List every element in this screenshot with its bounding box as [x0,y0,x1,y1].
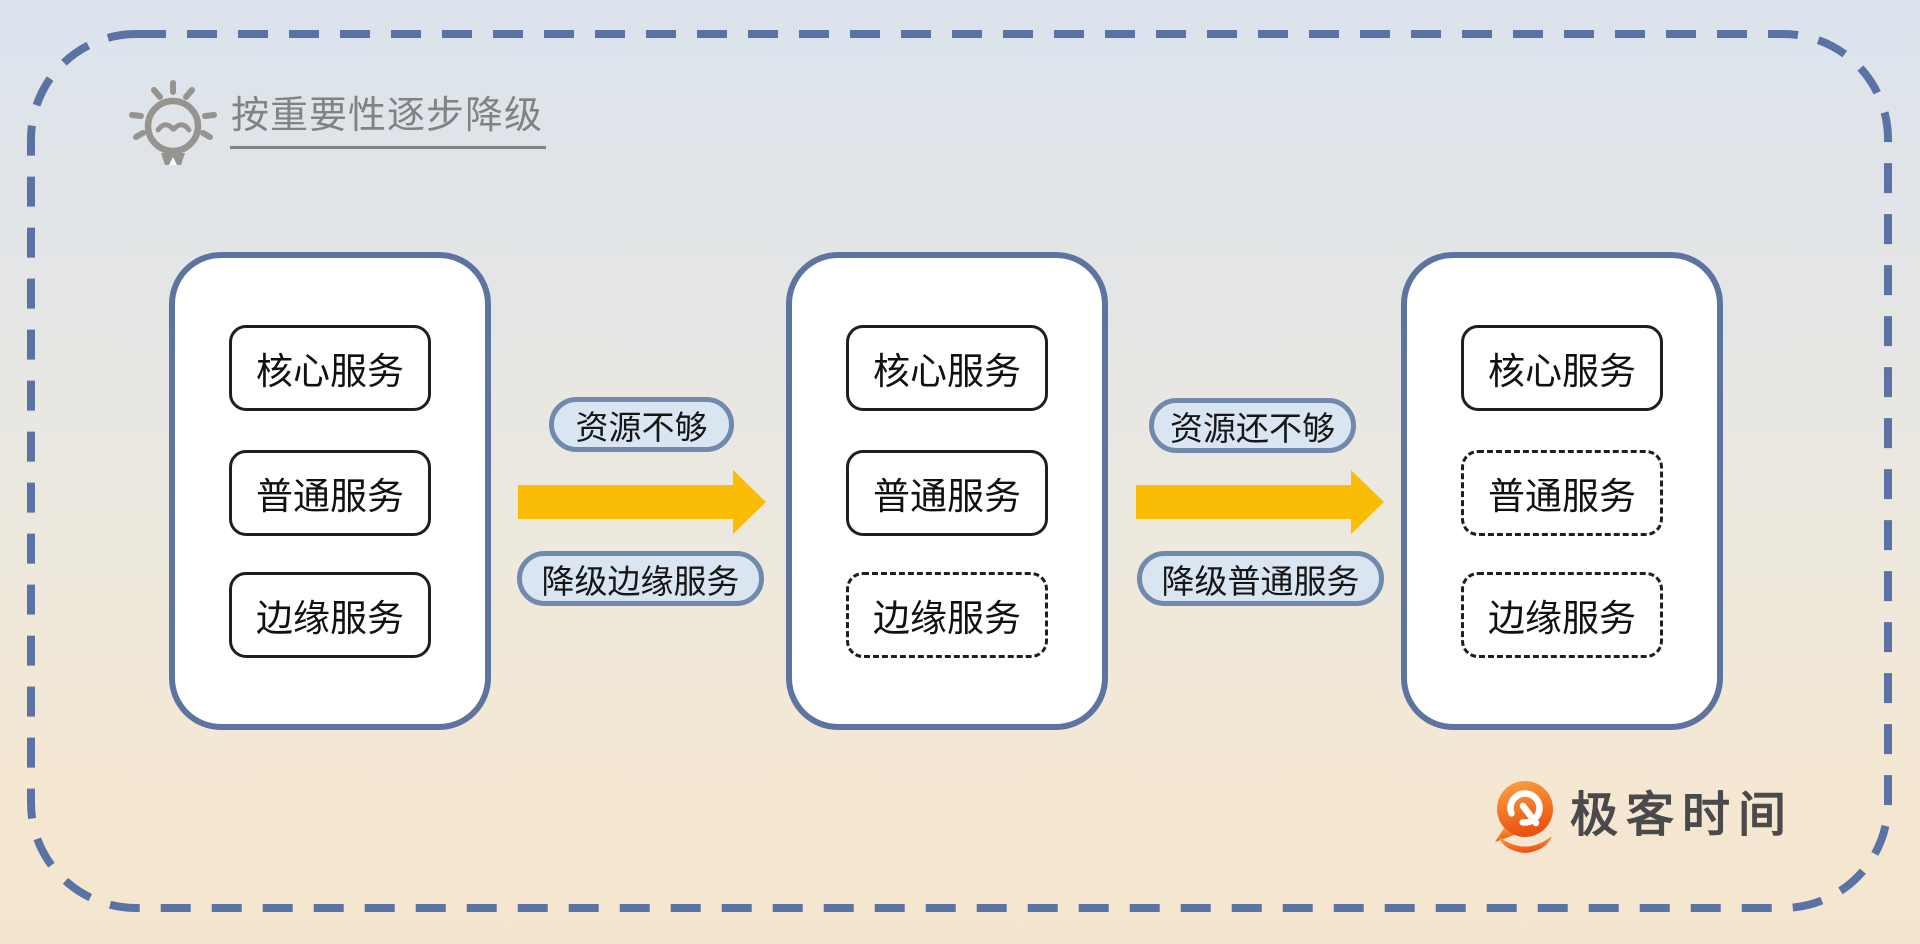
service-box: 边缘服务 [846,572,1048,658]
service-box: 普通服务 [846,450,1048,536]
service-box: 核心服务 [1461,325,1663,411]
geektime-logo: 极客时间 [1494,780,1794,858]
stage-card-1: 核心服务 普通服务 边缘服务 [169,252,491,730]
right-arrow-icon [518,470,766,534]
stage-card-3: 核心服务 普通服务 边缘服务 [1401,252,1723,730]
diagram-title: 按重要性逐步降级 [128,80,547,165]
transition-reason-badge: 资源还不够 [1149,398,1356,453]
service-box: 普通服务 [229,450,431,536]
geektime-logo-text: 极客时间 [1570,789,1795,842]
right-arrow-icon [1136,470,1384,534]
stage-card-2: 核心服务 普通服务 边缘服务 [786,252,1108,730]
transition-reason-badge: 资源不够 [549,397,734,452]
service-box: 边缘服务 [229,572,431,658]
geektime-pin-icon [1495,781,1553,853]
service-box: 边缘服务 [1461,572,1663,658]
page-title: 按重要性逐步降级 [230,95,547,150]
transition-action-badge: 降级边缘服务 [517,551,764,606]
service-box: 核心服务 [846,325,1048,411]
service-box: 普通服务 [1461,450,1663,536]
transition-action-badge: 降级普通服务 [1137,551,1384,606]
service-box: 核心服务 [229,325,431,411]
lightbulb-icon [129,80,217,165]
